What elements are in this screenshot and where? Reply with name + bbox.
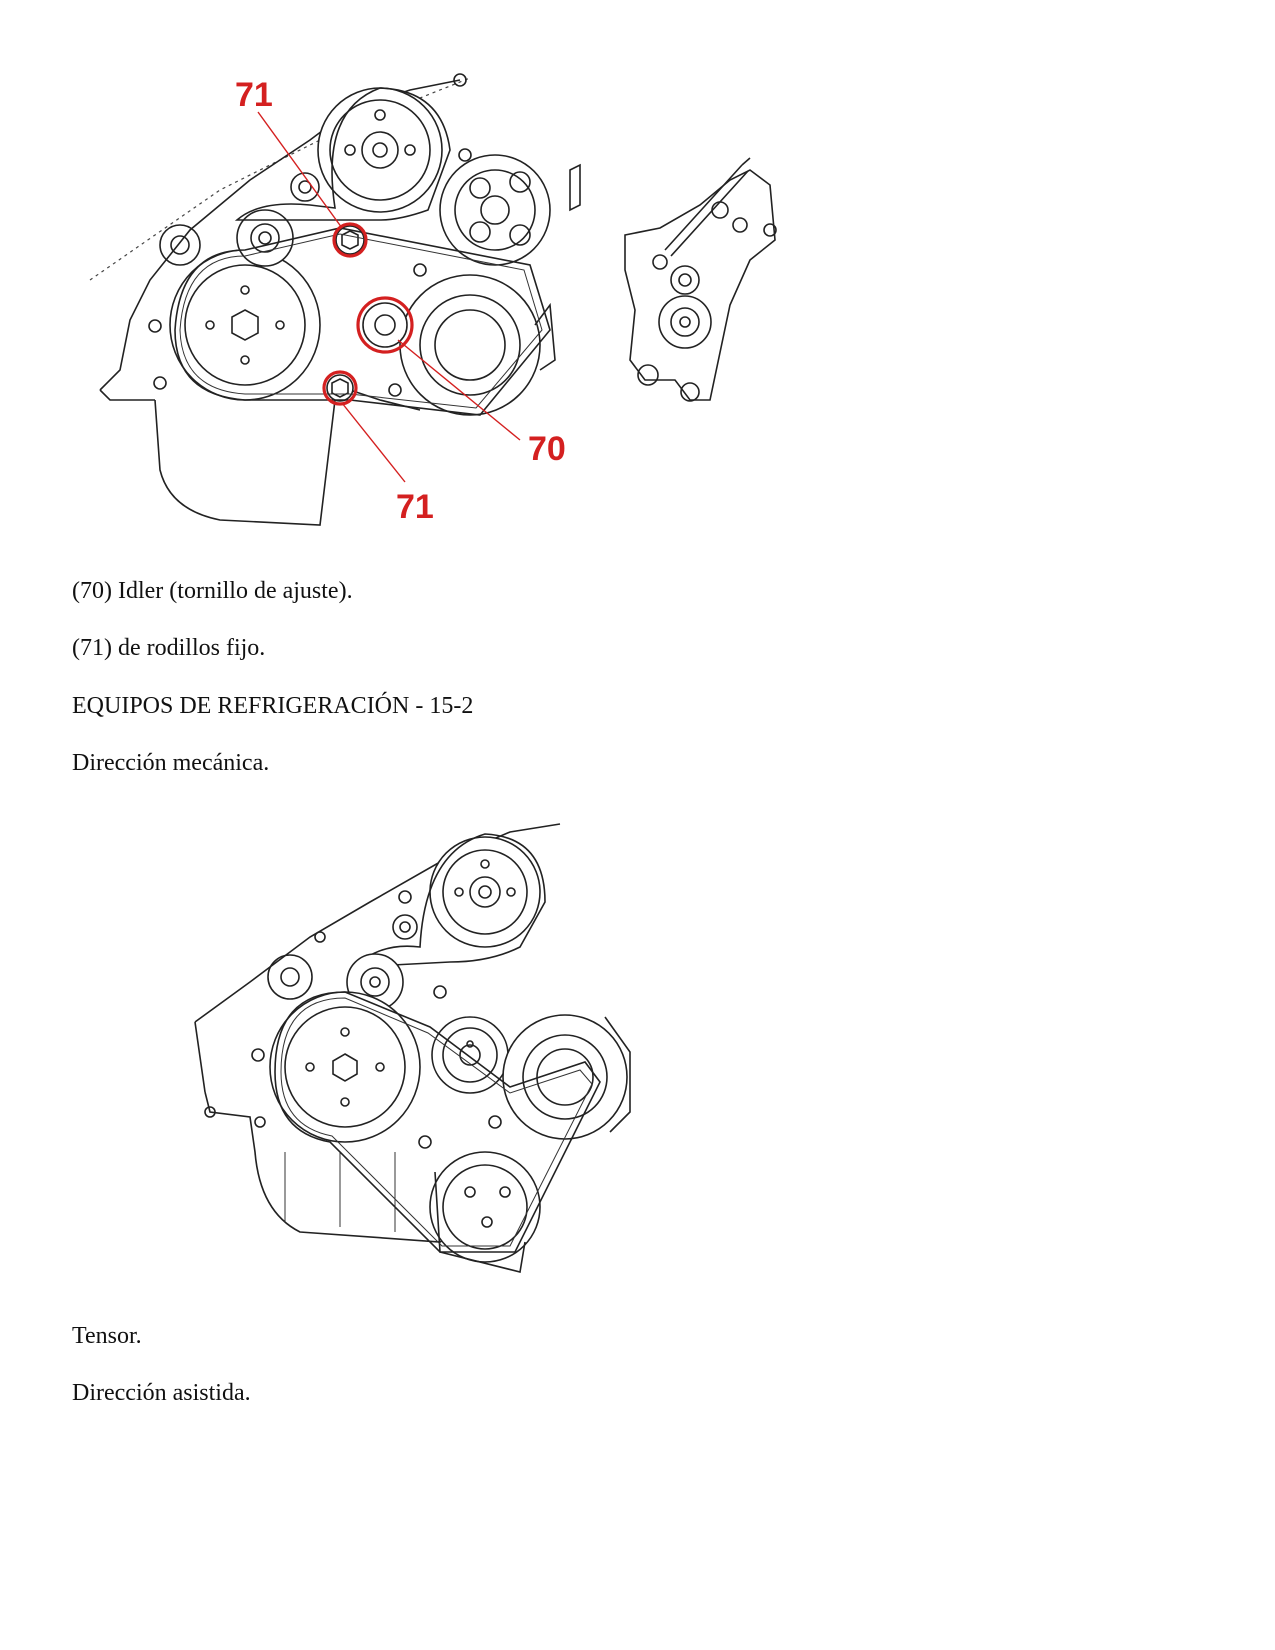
engine-belt-diagram-1: 71 70 71 [80,70,800,540]
caption-70-idler: (70) Idler (tornillo de ajuste). [72,578,353,604]
caption-tensor: Tensor. [72,1323,142,1349]
engine-belt-diagram-2 [190,822,640,1282]
tensioner-bracket-side-view [569,157,777,402]
callout-71-top: 71 [235,76,273,114]
callout-71-bottom: 71 [396,488,434,526]
caption-71-fixed-roller: (71) de rodillos fijo. [72,635,266,661]
caption-direccion-asistida: Dirección asistida. [72,1380,251,1406]
section-heading: EQUIPOS DE REFRIGERACIÓN - 15-2 [72,693,474,719]
caption-direccion-mecanica: Dirección mecánica. [72,750,270,776]
callout-70: 70 [528,430,566,468]
